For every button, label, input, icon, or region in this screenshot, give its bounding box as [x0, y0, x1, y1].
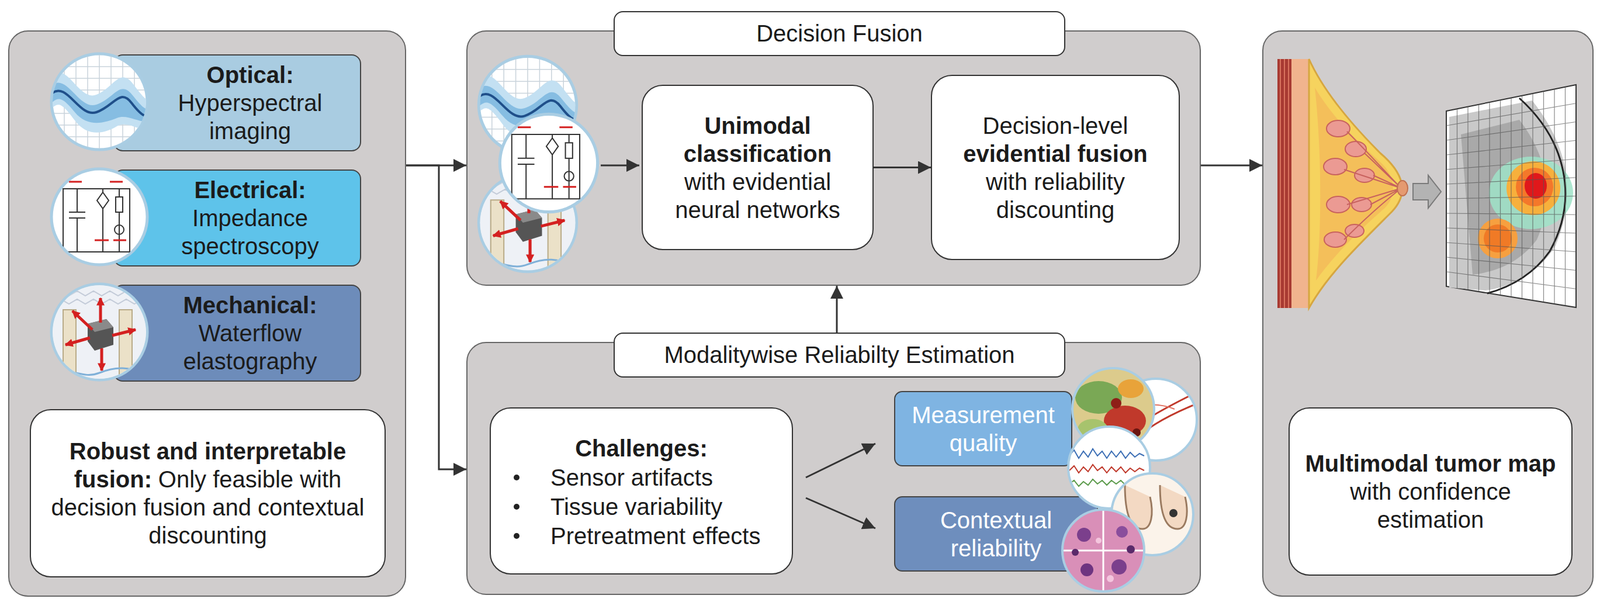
text-block: Contextual reliability	[902, 506, 1090, 563]
list-text: Sensor artifacts	[550, 464, 713, 491]
text-block: Electrical:Impedance spectroscopy	[161, 175, 339, 261]
bullet-dot	[513, 532, 520, 539]
body-text: Impedance spectroscopy	[161, 203, 339, 261]
bold-text: Unimodal classification	[661, 111, 855, 168]
flow-arrow	[1200, 164, 1263, 167]
text-block: Unimodal classificationwith evidential n…	[661, 111, 855, 224]
process-box: Unimodal classificationwith evidential n…	[641, 84, 874, 251]
body-text: with evidential neural networks	[661, 167, 855, 224]
list-item: Sensor artifacts	[550, 462, 792, 493]
reliability-box: Contextual reliability	[894, 496, 1099, 572]
text-block: Robust and interpretable fusion:Only fea…	[50, 437, 366, 550]
modality-box: Electrical:Impedance spectroscopy	[113, 169, 362, 267]
reliability-box: Measurement quality	[894, 390, 1073, 467]
body-text: Contextual reliability	[902, 506, 1090, 563]
process-box: Decision-levelevidential fusionwith reli…	[930, 74, 1180, 261]
text-block: Measurement quality	[898, 400, 1069, 457]
body-text: Hyperspectral imaging	[161, 88, 339, 145]
body-text: with reliability discounting	[947, 167, 1164, 224]
list-text: Pretreatment effects	[550, 523, 761, 549]
list-heading: Challenges:	[490, 433, 792, 463]
bold-text: Mechanical:	[161, 291, 339, 320]
bold-text: Multimodal tumor map	[1301, 449, 1560, 478]
panel-heading: Modalitywise Reliabilty Estimation	[663, 341, 1015, 369]
panel-heading: Decision Fusion	[756, 20, 923, 47]
text-wrap: Unimodal classificationwith evidential n…	[642, 85, 873, 249]
text-wrap: Robust and interpretable fusion:Only fea…	[30, 410, 385, 577]
text-wrap: Measurement quality	[895, 392, 1072, 466]
text-block: Mechanical:Waterflow elastography	[161, 291, 339, 376]
stage-panel: Modalitywise Reliabilty EstimationChalle…	[466, 341, 1201, 595]
list-item: Pretreatment effects	[550, 521, 792, 551]
modality-box: Mechanical:Waterflow elastography	[113, 284, 362, 382]
stage-panel: Decision FusionUnimodal classificationwi…	[466, 30, 1201, 286]
group-panel: Optical:Hyperspectral imagingElectrical:…	[8, 30, 407, 597]
result-box: Multimodal tumor mapwith confidence esti…	[1288, 407, 1573, 576]
body-text: Decision-level	[947, 111, 1164, 140]
panel-title: Decision Fusion	[613, 11, 1066, 57]
text-block: Decision-levelevidential fusionwith reli…	[947, 111, 1164, 224]
body-text: with confidence estimation	[1301, 477, 1560, 534]
text-wrap: Electrical:Impedance spectroscopy	[114, 170, 360, 266]
text-block: Multimodal tumor mapwith confidence esti…	[1301, 449, 1560, 534]
flow-arrow	[836, 285, 838, 333]
bold-text: Optical:	[161, 60, 339, 89]
text-wrap: Contextual reliability	[895, 497, 1097, 571]
list-text: Tissue variability	[550, 493, 723, 520]
note-box: Robust and interpretable fusion:Only fea…	[29, 409, 386, 578]
flow-arrow	[406, 165, 467, 470]
modality-box: Optical:Hyperspectral imaging	[113, 54, 362, 152]
text-wrap: Multimodal tumor mapwith confidence esti…	[1289, 408, 1572, 575]
text-wrap: Optical:Hyperspectral imaging	[114, 55, 360, 151]
output-panel: Multimodal tumor mapwith confidence esti…	[1262, 30, 1594, 597]
bold-text: evidential fusion	[947, 139, 1164, 168]
bullet-dot	[513, 503, 520, 510]
body-text: Measurement quality	[898, 400, 1069, 457]
challenge-box: Challenges:Sensor artifactsTissue variab…	[489, 407, 793, 575]
list-item: Tissue variability	[550, 492, 792, 522]
bold-text: Electrical:	[161, 175, 339, 204]
body-text: Waterflow elastography	[161, 319, 339, 376]
flow-arrow	[406, 164, 467, 167]
text-block: Optical:Hyperspectral imaging	[161, 60, 339, 145]
text-wrap: Mechanical:Waterflow elastography	[114, 285, 360, 381]
panel-title: Modalitywise Reliabilty Estimation	[613, 332, 1066, 378]
list-body: Challenges:Sensor artifactsTissue variab…	[490, 433, 792, 551]
bullet-dot	[513, 474, 520, 481]
text-wrap: Decision-levelevidential fusionwith reli…	[932, 75, 1179, 259]
